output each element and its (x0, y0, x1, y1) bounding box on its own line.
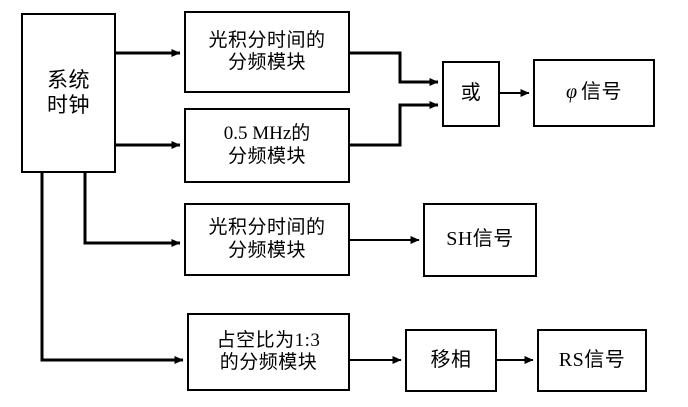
node-duty-cycle-divider-line2: 的分频模块 (219, 352, 318, 373)
node-rs-signal[interactable]: RS信号 (537, 329, 647, 392)
wire-clock-to-integration-mid (83, 172, 181, 247)
node-duty-cycle-divider-line1: 占空比为1:3 (216, 329, 321, 351)
wire-clock-to-duty-divider (40, 172, 184, 364)
node-sh-signal[interactable]: SH信号 (423, 203, 537, 277)
wire-integration-top-to-or (350, 51, 439, 86)
phi-symbol: φ (565, 81, 578, 104)
node-duty-cycle-divider[interactable]: 占空比为1:3 的分频模块 (187, 313, 350, 391)
node-mhz-divider[interactable]: 0.5 MHz的 分频模块 (184, 108, 350, 183)
node-mhz-divider-line2: 分频模块 (227, 145, 306, 167)
node-integration-time-divider-mid-line1: 光积分时间的 (208, 217, 326, 239)
node-sh-signal-label: SH信号 (446, 228, 514, 251)
node-system-clock-line2: 时钟 (47, 93, 90, 117)
node-system-clock-line1: 系统 (47, 68, 90, 93)
node-phase-shift-label: 移相 (430, 348, 472, 371)
node-phi-signal-text: 信号 (581, 81, 623, 104)
node-integration-time-divider-top-line2: 分频模块 (227, 52, 306, 73)
node-system-clock[interactable]: 系统 时钟 (21, 13, 116, 173)
node-or-gate-label: 或 (460, 82, 482, 105)
node-integration-time-divider-top-line1: 光积分时间的 (208, 29, 326, 51)
node-integration-time-divider-mid-line2: 分频模块 (227, 239, 306, 261)
node-integration-time-divider-top[interactable]: 光积分时间的 分频模块 (184, 11, 350, 93)
node-rs-signal-label: RS信号 (558, 348, 626, 371)
node-integration-time-divider-mid[interactable]: 光积分时间的 分频模块 (184, 203, 350, 276)
node-mhz-divider-line1: 0.5 MHz的 (223, 123, 311, 145)
node-or-gate[interactable]: 或 (442, 61, 500, 127)
node-phase-shift[interactable]: 移相 (405, 329, 497, 392)
wire-mhz-divider-to-or (350, 101, 439, 147)
